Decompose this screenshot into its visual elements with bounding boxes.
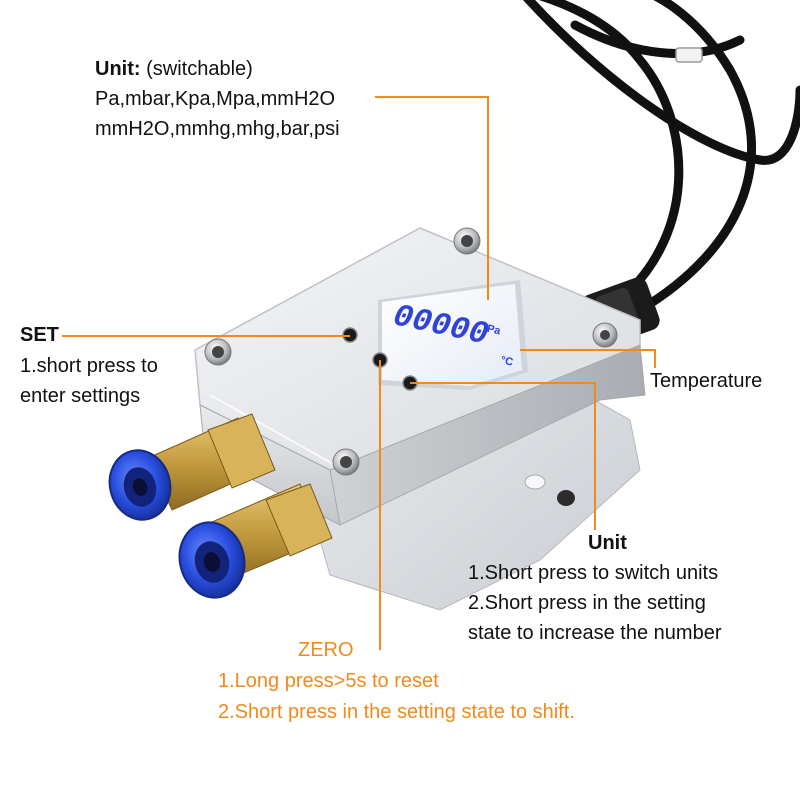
unit-callout-note: (switchable): [146, 58, 253, 80]
cable-tie: [675, 47, 703, 63]
screw-icon: [204, 338, 232, 366]
push-fitting-icon: [178, 483, 333, 599]
unit-button-callout-line3: state to increase the number: [468, 622, 722, 644]
temperature-callout-title: Temperature: [650, 370, 763, 392]
set-callout-line2: enter settings: [20, 385, 141, 407]
unit-callout-line: [375, 96, 489, 300]
unit-callout-line1: Pa,mbar,Kpa,Mpa,mmH2O: [95, 88, 336, 110]
unit-callout-heading: Unit: (switchable): [95, 54, 253, 84]
temperature-callout-line: [520, 349, 656, 368]
unit-button-callout-line: [410, 382, 596, 530]
mounting-screw: [557, 490, 575, 506]
unit-button-callout-line1: 1.Short press to switch units: [468, 562, 719, 584]
lcd-display: [378, 280, 528, 390]
unit-callout-title: Unit:: [95, 58, 141, 80]
zero-callout-title: ZERO: [298, 639, 354, 661]
cable-icon: [523, 0, 800, 315]
push-fitting-icon: [108, 413, 276, 521]
zero-callout-line2: 2.Short press in the setting state to sh…: [218, 701, 575, 723]
lcd-unit-label: Pa: [486, 323, 503, 338]
callout-lines: [62, 96, 656, 650]
unit-button-callout-title: Unit: [588, 532, 627, 554]
lcd-temp-label: °C: [500, 354, 515, 368]
unit-callout-line2: mmH2O,mmhg,mhg,bar,psi: [95, 118, 340, 140]
screw-icon: [332, 448, 360, 476]
unit-button-callout-line2: 2.Short press in the setting: [468, 592, 706, 614]
set-callout-line1: 1.short press to: [20, 355, 158, 377]
set-callout-title: SET: [20, 324, 59, 346]
mounting-hole: [524, 474, 546, 490]
zero-callout-line1: 1.Long press>5s to reset: [218, 670, 439, 692]
screw-icon: [453, 227, 481, 255]
screw-icon: [592, 322, 618, 348]
